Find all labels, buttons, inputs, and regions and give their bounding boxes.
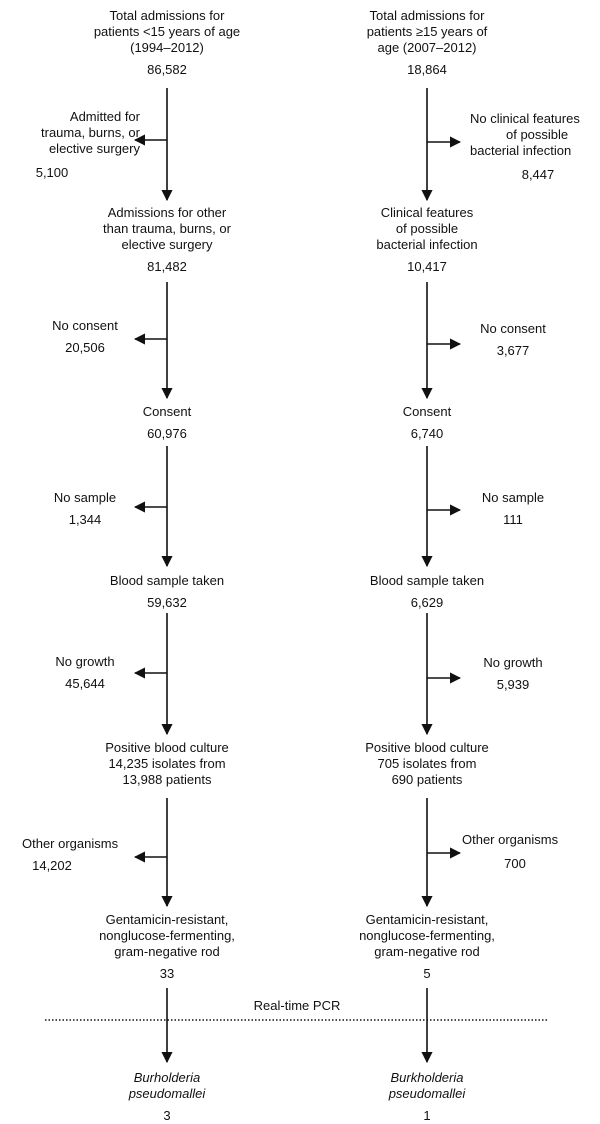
right-bp-line-1: Burkholderia (390, 1070, 464, 1085)
left-after-trauma-value: 81,482 (147, 259, 187, 274)
right-no-clinical-line-3: bacterial infection (470, 143, 572, 158)
left-after-trauma-line-1: Admissions for other (107, 205, 227, 220)
left-positive-line-1: Positive blood culture (105, 740, 229, 755)
left-excl-trauma-value: 5,100 (35, 165, 69, 180)
left-positive-line-2: 14,235 isolates from (108, 756, 226, 771)
left-header-line-2: patients <15 years of age (93, 24, 241, 39)
right-no-growth: No growth 5,939 (463, 655, 563, 693)
left-after-trauma: Admissions for other than trauma, burns,… (67, 205, 267, 275)
right-no-consent-value: 3,677 (496, 343, 530, 358)
right-other-label: Other organisms (462, 832, 559, 847)
left-no-consent: No consent 20,506 (40, 318, 130, 356)
pcr-label-wrap: Real-time PCR (247, 998, 347, 1014)
left-after-trauma-line-3: elective surgery (121, 237, 213, 252)
right-bp-value: 1 (423, 1108, 431, 1123)
right-consent-label: Consent (402, 404, 452, 419)
right-gram: Gentamicin-resistant, nonglucose-ferment… (322, 912, 532, 982)
right-clinical-line-1: Clinical features (380, 205, 474, 220)
left-bp-line-1: Burholderia (133, 1070, 201, 1085)
right-gram-value: 5 (423, 966, 431, 981)
left-bp-value: 3 (163, 1108, 171, 1123)
left-other: Other organisms (22, 836, 142, 852)
right-clinical-value: 10,417 (407, 259, 447, 274)
right-no-clinical-line-1: No clinical features (470, 111, 580, 126)
left-excl-trauma-line-3: elective surgery (48, 141, 140, 156)
right-header-value: 18,864 (407, 62, 447, 77)
right-header: Total admissions for patients ≥15 years … (327, 8, 527, 78)
left-gram: Gentamicin-resistant, nonglucose-ferment… (62, 912, 272, 982)
right-clinical-line-2: of possible (395, 221, 459, 236)
right-no-clinical-value: 8,447 (521, 167, 555, 182)
left-bp-line-2: pseudomallei (128, 1086, 206, 1101)
right-header-line-1: Total admissions for (369, 8, 485, 23)
left-header-line-3: (1994–2012) (130, 40, 204, 55)
left-excl-trauma: Admitted for trauma, burns, or elective … (2, 109, 140, 157)
right-no-clinical: No clinical features of possible bacteri… (470, 111, 598, 159)
right-bp-line-2: pseudomallei (388, 1086, 466, 1101)
left-positive-line-3: 13,988 patients (122, 772, 212, 787)
right-other-value: 700 (504, 856, 526, 871)
left-no-sample-value: 1,344 (68, 512, 102, 527)
right-positive-line-3: 690 patients (391, 772, 463, 787)
right-positive: Positive blood culture 705 isolates from… (327, 740, 527, 788)
left-gram-line-2: nonglucose-fermenting, (99, 928, 235, 943)
right-gram-line-1: Gentamicin-resistant, (365, 912, 489, 927)
left-blood-sample: Blood sample taken 59,632 (82, 573, 252, 611)
right-positive-line-2: 705 isolates from (377, 756, 477, 771)
left-consent: Consent 60,976 (117, 404, 217, 442)
right-clinical-line-3: bacterial infection (376, 237, 478, 252)
left-excl-trauma-line-1: Admitted for (69, 109, 140, 124)
right-header-line-2: patients ≥15 years of (366, 24, 488, 39)
left-header-value: 86,582 (147, 62, 187, 77)
right-no-sample: No sample 111 (463, 490, 563, 528)
left-no-consent-value: 20,506 (65, 340, 105, 355)
left-no-sample: No sample 1,344 (40, 490, 130, 528)
left-consent-value: 60,976 (147, 426, 187, 441)
right-consent-value: 6,740 (410, 426, 444, 441)
left-gram-line-3: gram-negative rod (114, 944, 220, 959)
left-gram-line-1: Gentamicin-resistant, (105, 912, 229, 927)
right-clinical: Clinical features of possible bacterial … (327, 205, 527, 275)
left-header-line-1: Total admissions for (109, 8, 225, 23)
left-no-consent-label: No consent (52, 318, 118, 333)
left-no-growth-label: No growth (55, 654, 115, 669)
left-after-trauma-line-2: than trauma, burns, or (103, 221, 231, 236)
right-gram-line-2: nonglucose-fermenting, (359, 928, 495, 943)
right-blood-sample-label: Blood sample taken (369, 573, 485, 588)
right-other: Other organisms (462, 832, 592, 848)
right-header-line-3: age (2007–2012) (377, 40, 477, 55)
left-no-growth-value: 45,644 (65, 676, 105, 691)
right-blood-sample-value: 6,629 (410, 595, 444, 610)
left-no-sample-label: No sample (53, 490, 117, 505)
left-excl-trauma-line-2: trauma, burns, or (41, 125, 140, 140)
right-no-growth-value: 5,939 (496, 677, 530, 692)
right-no-consent: No consent 3,677 (463, 321, 563, 359)
left-other-value: 14,202 (32, 858, 72, 873)
left-gram-value: 33 (159, 966, 175, 981)
left-consent-label: Consent (142, 404, 192, 419)
left-no-growth: No growth 45,644 (40, 654, 130, 692)
left-blood-sample-label: Blood sample taken (109, 573, 225, 588)
right-no-clinical-line-2: of possible (506, 127, 569, 142)
right-consent: Consent 6,740 (377, 404, 477, 442)
left-blood-sample-value: 59,632 (147, 595, 187, 610)
right-no-growth-label: No growth (483, 655, 543, 670)
right-positive-line-1: Positive blood culture (365, 740, 489, 755)
right-bp: Burkholderia pseudomallei 1 (352, 1070, 502, 1124)
right-no-sample-label: No sample (481, 490, 545, 505)
right-blood-sample: Blood sample taken 6,629 (342, 573, 512, 611)
left-header: Total admissions for patients <15 years … (67, 8, 267, 78)
pcr-label: Real-time PCR (250, 998, 344, 1013)
left-bp: Burholderia pseudomallei 3 (92, 1070, 242, 1124)
right-no-consent-label: No consent (480, 321, 546, 336)
left-positive: Positive blood culture 14,235 isolates f… (67, 740, 267, 788)
left-other-label: Other organisms (22, 836, 119, 851)
right-gram-line-3: gram-negative rod (374, 944, 480, 959)
right-no-sample-value: 111 (503, 512, 523, 527)
